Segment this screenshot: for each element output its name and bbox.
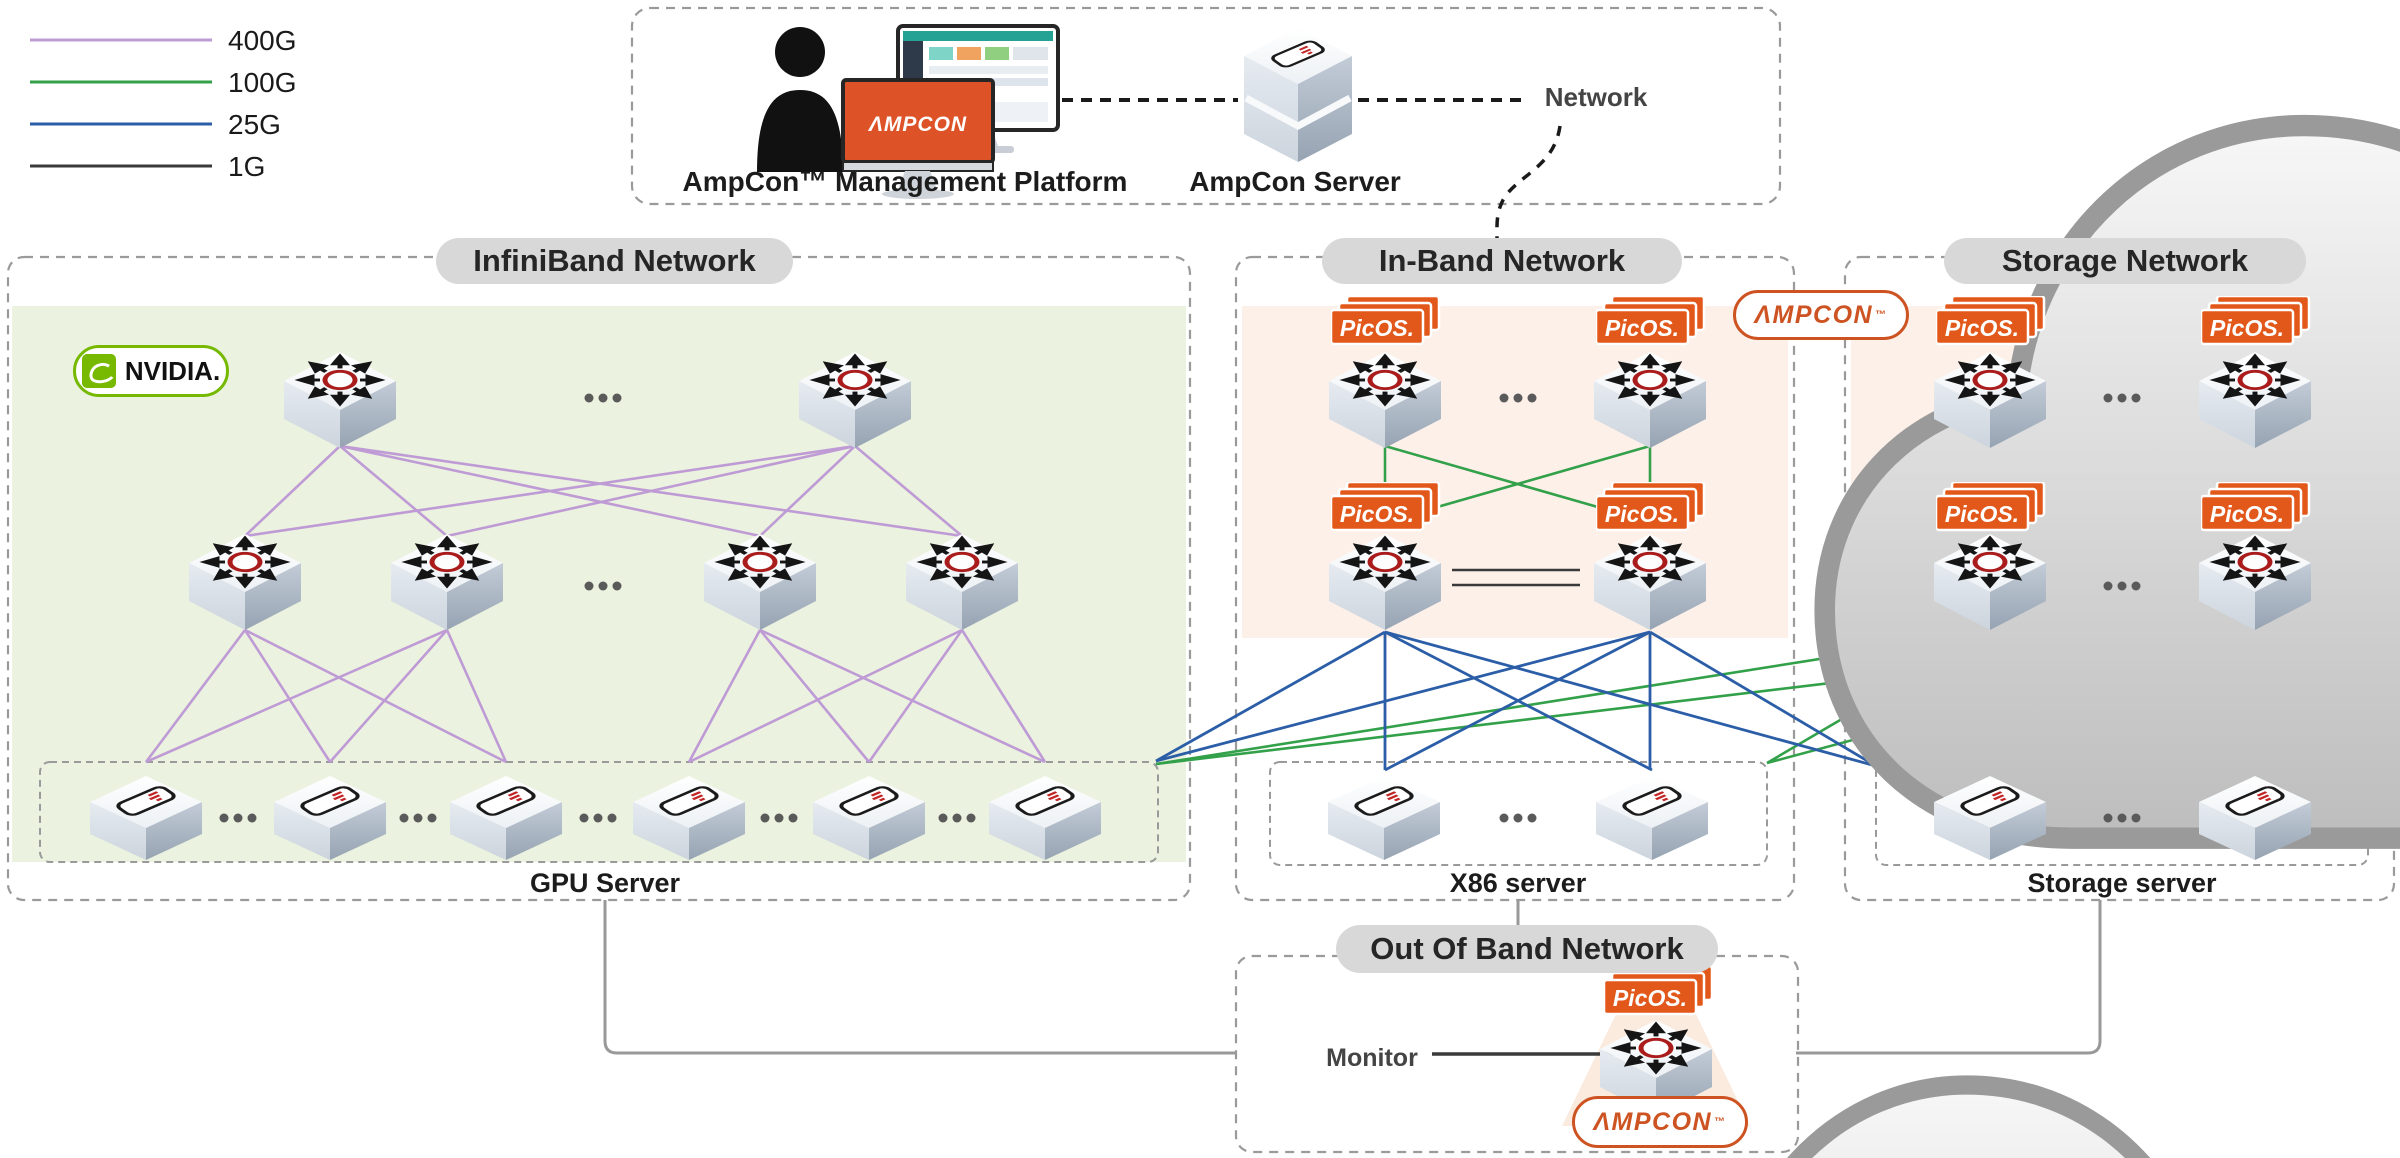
legend: 400G 100G 25G 1G xyxy=(30,25,297,182)
inband-network-title: In-Band Network xyxy=(1322,238,1682,284)
x86-server-subbox xyxy=(1269,761,1768,866)
ampcon-label: ΛMPCON xyxy=(1593,1107,1713,1136)
x86-server-icon xyxy=(1594,774,1710,862)
network-cloud-icon xyxy=(1825,126,2400,839)
legend-label-100g: 100G xyxy=(228,67,297,98)
management-links xyxy=(1062,98,1562,241)
ampcon-tm: ™ xyxy=(1714,1116,1727,1128)
management-box xyxy=(630,6,1782,206)
links-400g xyxy=(144,444,1047,764)
gpu-to-oob-line xyxy=(603,900,1236,1055)
network-cloud-label: Network xyxy=(1545,82,1648,112)
picos-badge-icon xyxy=(1936,296,2046,346)
x86-server-group-label: X86 server xyxy=(1449,868,1587,898)
management-platform-art: ΛMPCON Network xyxy=(757,24,2400,839)
ampcon-monitor-label: ΛMPCON xyxy=(868,113,967,136)
picos-badge-icon xyxy=(1596,482,1706,532)
legend-label-400g: 400G xyxy=(228,25,297,56)
picos-badge-icon xyxy=(1936,482,2046,532)
storage-network-title: Storage Network xyxy=(1944,238,2306,284)
picos-badge-icon xyxy=(1331,296,1441,346)
picos-badge-icon xyxy=(1596,296,1706,346)
links-25g xyxy=(1155,630,1877,772)
gpu-server-subbox xyxy=(39,761,1159,863)
person-icon xyxy=(775,27,825,77)
platform-label: AmpCon™ Management Platform xyxy=(682,166,1128,197)
storage-to-oob-line xyxy=(1796,900,2102,1055)
picos-badge-icon xyxy=(2201,482,2311,532)
monitor-cloud-label: Monitor xyxy=(1326,1044,1418,1072)
oob-network-title: Out Of Band Network xyxy=(1336,925,1718,973)
nvidia-label: NVIDIA. xyxy=(124,355,221,386)
ampcon-tm: ™ xyxy=(1875,309,1888,321)
legend-label-25g: 25G xyxy=(228,109,281,140)
ellipsis-dots xyxy=(219,393,2141,823)
ampcon-monitor-icon: ΛMPCON xyxy=(841,78,995,199)
picos-badge-icon xyxy=(2201,296,2311,346)
legend-label-1g: 1G xyxy=(228,151,265,182)
nvidia-eye-icon xyxy=(81,354,116,388)
ampcon-label: ΛMPCON xyxy=(1754,300,1874,329)
picos-badge-icon xyxy=(1331,482,1441,532)
x86-server-icon xyxy=(1326,774,1442,862)
cloud-to-inband-link xyxy=(1495,125,1562,241)
inband-bg xyxy=(1242,306,1788,638)
storage-server-group-label: Storage server xyxy=(2027,868,2217,898)
oob-connectors xyxy=(603,900,2102,1055)
nvidia-badge: NVIDIA. xyxy=(73,345,229,397)
picos-badge-icon xyxy=(1604,966,1714,1016)
ampcon-server-icon xyxy=(1244,28,1352,162)
ampcon-server-label: AmpCon Server xyxy=(1189,166,1401,197)
links-1g xyxy=(1432,568,1616,1056)
infiniband-box xyxy=(6,255,1192,902)
gpu-server-group-label: GPU Server xyxy=(529,868,681,898)
infiniband-network-title: InfiniBand Network xyxy=(436,238,793,284)
